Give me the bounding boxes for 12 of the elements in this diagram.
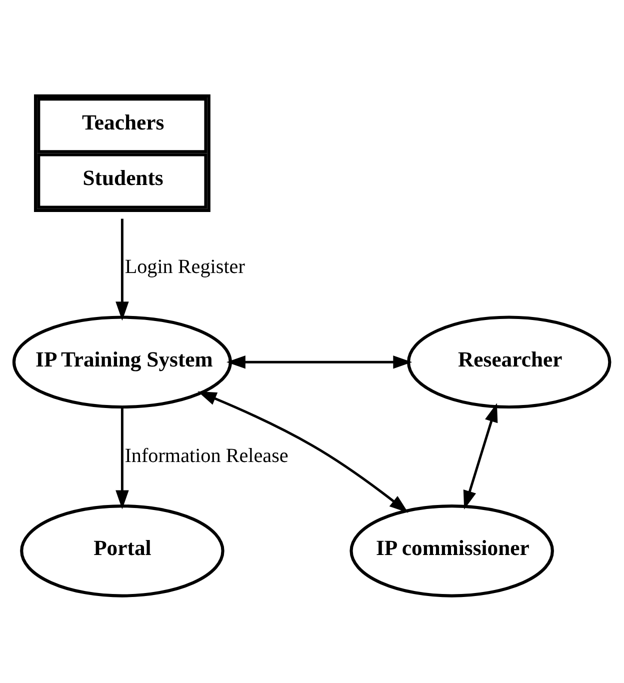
edge-label: Login Register (124, 255, 245, 278)
arrow (226, 355, 412, 368)
arrow (198, 390, 408, 512)
node-box: Teachers Students (34, 94, 210, 212)
arrow (116, 406, 129, 509)
edge-label: Information Release (124, 444, 288, 466)
node-ellipse: IP commissioner (350, 504, 554, 597)
node-ellipse: Portal (20, 504, 224, 597)
node-ellipse: IP Training System (12, 315, 232, 408)
arrow (463, 402, 498, 509)
arrow (116, 218, 129, 320)
node-ellipse: Researcher (406, 315, 612, 408)
